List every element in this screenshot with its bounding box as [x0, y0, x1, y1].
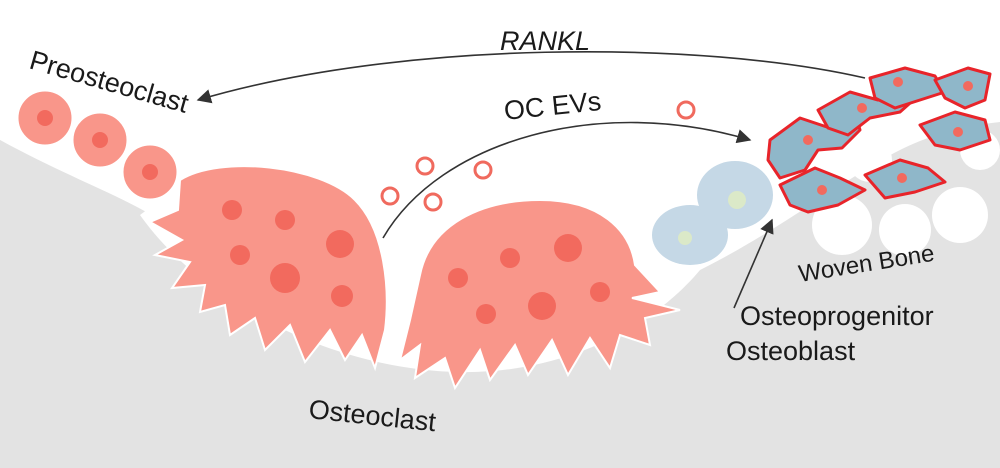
preosteoclast-cell	[70, 110, 130, 170]
bone-matrix	[0, 122, 1000, 468]
vesicle	[380, 186, 400, 206]
label-oc-evs: OC EVs	[502, 86, 602, 126]
label-osteoprogenitor: Osteoprogenitor	[740, 301, 934, 331]
oc-evs-arrow	[382, 121, 752, 239]
osteoprogenitor-cells	[652, 161, 773, 265]
osteoblast-pointer-arrow	[733, 218, 774, 309]
osteoclast-cell	[398, 198, 681, 391]
label-rankl: RANKL	[500, 26, 590, 56]
vesicle	[415, 156, 435, 176]
preosteoclast-cell	[15, 88, 75, 148]
osteoblast-network	[766, 66, 992, 214]
vesicle	[423, 192, 443, 212]
vesicle	[473, 160, 493, 180]
oc-extracellular-vesicles	[380, 100, 696, 212]
vesicle	[676, 100, 696, 120]
preosteoclast-cell	[120, 142, 180, 202]
preosteoclast-cells	[15, 88, 180, 202]
osteoclast-cell	[147, 165, 388, 372]
label-osteoblast: Osteoblast	[726, 336, 856, 366]
rankl-arrow	[196, 50, 866, 104]
